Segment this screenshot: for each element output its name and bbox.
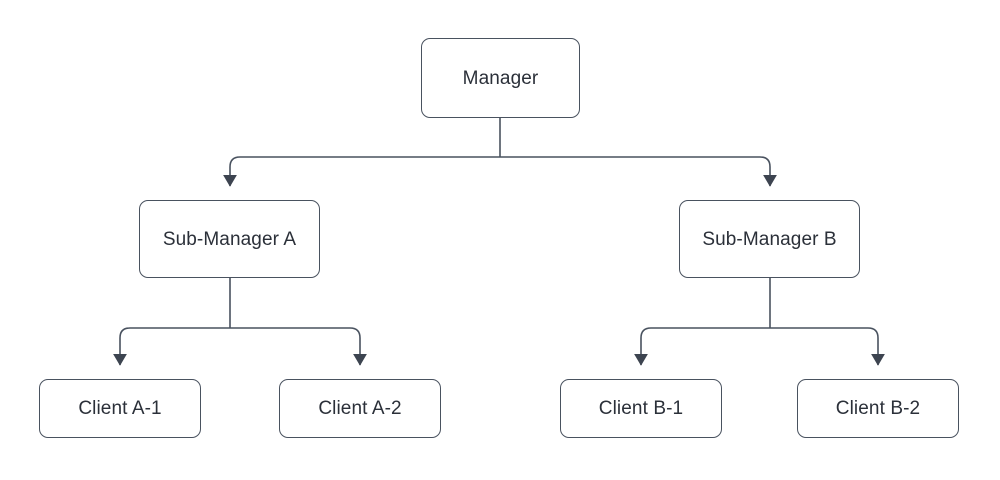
edge-sub-manager-a-to-client-a1	[113, 327, 230, 366]
node-client-a1-label: Client A-1	[78, 398, 162, 419]
node-sub-manager-b-label: Sub-Manager B	[702, 228, 837, 250]
node-client-a2[interactable]: Client A-2	[279, 379, 441, 438]
edge-sub-manager-b-to-client-b2	[770, 327, 885, 366]
edge-manager-to-sub-manager-b	[500, 156, 777, 187]
node-sub-manager-a[interactable]: Sub-Manager A	[139, 200, 320, 278]
node-sub-manager-b[interactable]: Sub-Manager B	[679, 200, 860, 278]
edge-sub-manager-b-to-client-b1	[634, 327, 770, 366]
edge-sub-manager-a-to-client-a2	[230, 327, 367, 366]
node-manager-label: Manager	[462, 67, 539, 89]
node-client-a1[interactable]: Client A-1	[39, 379, 201, 438]
edge-manager-to-sub-manager-a	[223, 156, 500, 187]
node-client-a2-label: Client A-2	[318, 398, 402, 419]
node-client-b1-label: Client B-1	[598, 398, 684, 419]
node-manager[interactable]: Manager	[421, 38, 580, 118]
node-client-b2-label: Client B-2	[835, 398, 921, 419]
node-sub-manager-a-label: Sub-Manager A	[162, 228, 297, 250]
node-client-b2[interactable]: Client B-2	[797, 379, 959, 438]
node-client-b1[interactable]: Client B-1	[560, 379, 722, 438]
